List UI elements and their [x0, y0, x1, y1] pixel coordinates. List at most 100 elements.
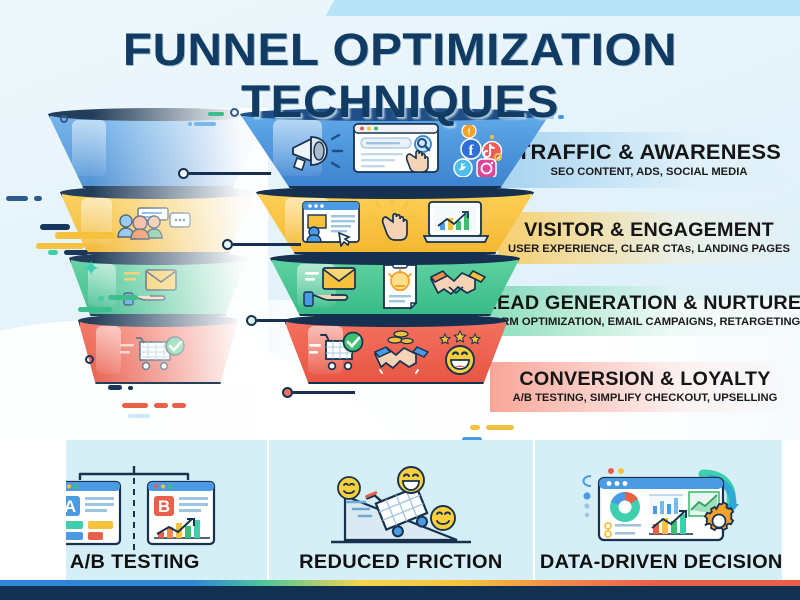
decor-dash [558, 115, 564, 119]
reduced-friction-illustration [313, 466, 489, 552]
page-title-text: FUNNEL OPTIMIZATION TECHNIQUES [122, 24, 678, 127]
cart-check-icon [309, 331, 364, 371]
decor-dash [154, 403, 168, 408]
decor-dash [55, 232, 115, 239]
bottom-card-data-driven-decisions[interactable]: DATA-DRIVEN DECISIONS [535, 440, 800, 580]
funnel-diagram: ! f [240, 108, 550, 384]
stage-label-traffic-awareness[interactable]: TRAFFIC & AWARENESS SEO CONTENT, ADS, SO… [498, 132, 800, 188]
connector-node [282, 387, 293, 398]
decor-dash [48, 250, 58, 255]
top-accent-banner [325, 0, 800, 16]
svg-text:f: f [469, 143, 475, 159]
stage-bowl [270, 258, 520, 316]
smiley-face-icon [337, 476, 361, 500]
variant-b-label: B [158, 497, 170, 516]
decor-ring [60, 115, 68, 123]
stage-label-subtitle: SEO CONTENT, ADS, SOCIAL MEDIA [550, 165, 748, 178]
stage-icon-group [258, 194, 532, 252]
stage-rim [284, 314, 508, 327]
footer-navy-bar [0, 586, 800, 600]
connector-stage-1 [178, 168, 271, 179]
hand-envelope-icon [303, 267, 356, 307]
decor-dash [108, 295, 138, 300]
page-title: FUNNEL OPTIMIZATION TECHNIQUES [0, 24, 800, 128]
decor-dash [34, 196, 42, 201]
social-icons-cluster: ! f [453, 125, 503, 177]
decor-dash [6, 196, 28, 201]
connector-stage-2 [222, 239, 301, 250]
funnel-stage-lead-generation-nurture[interactable] [270, 252, 520, 316]
decor-sparkle: ✦ [82, 256, 101, 281]
stage-rim [256, 186, 534, 199]
stage-label-title: TRAFFIC & AWARENESS [516, 140, 782, 164]
megaphone-icon [292, 133, 344, 172]
decor-ring [85, 355, 94, 364]
funnel-stage-visitor-engagement[interactable] [256, 186, 534, 254]
bottom-cards-row: A B [0, 440, 800, 580]
decor-dash [128, 386, 133, 390]
stage-bowl [256, 192, 534, 254]
stage-label-title: VISITOR & ENGAGEMENT [524, 219, 774, 241]
connector-line [293, 391, 355, 394]
stage-label-visitor-engagement[interactable]: VISITOR & ENGAGEMENT USER EXPERIENCE, CL… [498, 212, 800, 264]
bottom-card-reduced-friction[interactable]: REDUCED FRICTION [269, 440, 536, 580]
decor-dash [108, 385, 122, 390]
decor-dash [486, 425, 514, 430]
funnel-stage-traffic-awareness[interactable]: ! f [240, 108, 550, 188]
stage-label-title: CONVERSION & LOYALTY [519, 368, 771, 390]
bottom-card-caption: DATA-DRIVEN DECISIONS [539, 552, 796, 573]
funnel-stage-conversion-loyalty[interactable] [284, 314, 508, 384]
svg-text:!: ! [468, 127, 471, 137]
variant-a-label: A [64, 497, 76, 516]
stage-label-subtitle: FORM OPTIMIZATION, EMAIL CAMPAIGNS, RETA… [485, 315, 800, 328]
laptop-growth-chart-icon [423, 201, 489, 243]
bottom-right-margin [782, 440, 800, 580]
decor-dash [208, 112, 224, 116]
profile-page-icon [302, 201, 360, 247]
connector-stage-4 [282, 387, 355, 398]
stage-label-subtitle: USER EXPERIENCE, CLEAR CTAs, LANDING PAG… [508, 242, 790, 255]
document-lightbulb-icon [383, 262, 418, 310]
footer-gradient-bar [0, 580, 800, 586]
stage-icon-group: ! f [242, 116, 548, 186]
connector-line [257, 319, 323, 322]
decor-dash [462, 437, 482, 442]
stage-label-conversion-loyalty[interactable]: CONVERSION & LOYALTY A/B TESTING, SIMPLI… [490, 362, 800, 412]
decor-dash [172, 403, 186, 408]
decor-dash [40, 224, 70, 230]
decor-dash [194, 122, 216, 126]
decor-dash [78, 307, 112, 312]
decor-dash [64, 250, 88, 255]
connector-node [222, 239, 233, 250]
bottom-left-margin [0, 440, 66, 580]
stage-icon-group [286, 322, 506, 382]
decor-dash [470, 425, 480, 430]
decor-dash [188, 122, 192, 126]
stage-icon-group [272, 260, 518, 314]
decor-dash [128, 414, 150, 418]
search-window-icon [353, 123, 439, 173]
connector-stage-3 [246, 315, 323, 326]
stage-label-title: LEAD GENERATION & NURTURE [484, 292, 800, 314]
stage-bowl [284, 320, 508, 384]
decor-dash [36, 243, 84, 249]
handshake-icon [429, 269, 487, 296]
stage-rim [270, 252, 520, 265]
gear-icon [703, 501, 734, 532]
connector-line [189, 172, 271, 175]
click-hand-icon [370, 199, 416, 241]
stage-rim [240, 108, 550, 121]
connector-node [246, 315, 257, 326]
connector-node [178, 168, 189, 179]
decor-ring [230, 108, 239, 117]
decor-dash [122, 403, 148, 408]
handshake-coins-icon [373, 330, 429, 374]
data-driven-illustration [563, 466, 773, 552]
smiley-stars-icon [438, 329, 482, 375]
connector-line [233, 243, 301, 246]
smiley-face-icon [430, 505, 456, 531]
stage-label-lead-generation-nurture[interactable]: LEAD GENERATION & NURTURE FORM OPTIMIZAT… [485, 286, 800, 336]
bottom-card-caption: A/B TESTING [69, 552, 200, 573]
decor-dash [98, 296, 104, 301]
